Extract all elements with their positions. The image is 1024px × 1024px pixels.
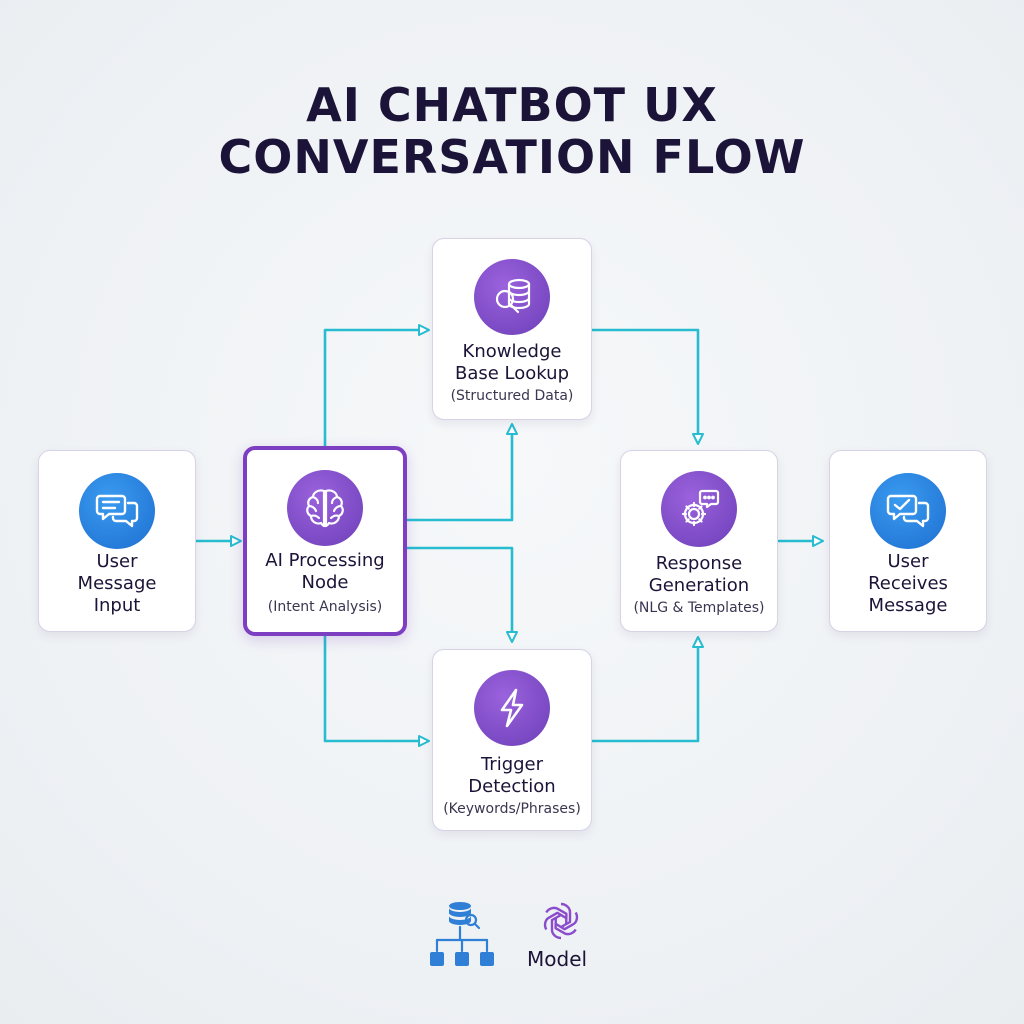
gear-chat-icon — [661, 471, 737, 547]
node-label-line: Base Lookup — [455, 363, 569, 384]
node-label-line: Input — [93, 595, 141, 616]
node-label-line: Detection — [468, 776, 556, 797]
node-label-line: Node — [301, 572, 349, 593]
node-trigger-detection[interactable]: Trigger Detection (Keywords/Phrases) — [432, 649, 592, 831]
node-knowledge-base-lookup[interactable]: Knowledge Base Lookup (Structured Data) — [432, 238, 592, 420]
node-label-line: Message — [77, 573, 157, 594]
node-sublabel: (Structured Data) — [450, 388, 574, 404]
connector-trigger-to-response — [590, 636, 704, 743]
node-label-line: Response — [655, 553, 743, 574]
node-sublabel: (Keywords/Phrases) — [443, 801, 581, 817]
chat-bubbles-icon — [79, 473, 155, 549]
node-user-receives-message[interactable]: User Receives Message — [829, 450, 987, 632]
node-label-line: Receives — [868, 573, 948, 594]
database-search-icon — [474, 259, 550, 335]
node-label-line: Knowledge — [462, 341, 562, 362]
node-label-line: Message — [868, 595, 948, 616]
connector-ai-to-knowledge-right — [405, 423, 518, 522]
page-title-line-1: AI CHATBOT UX — [306, 78, 718, 132]
node-response-generation[interactable]: Response Generation (NLG & Templates) — [620, 450, 778, 632]
connector-knowledge-to-response — [590, 328, 704, 445]
lightning-icon — [474, 670, 550, 746]
connector-ai-to-trigger-right — [405, 546, 518, 643]
chat-check-icon — [870, 473, 946, 549]
node-sublabel: (Intent Analysis) — [267, 599, 383, 615]
page-title-line-2: CONVERSATION FLOW — [218, 130, 806, 184]
connector-ai-to-trigger-bottom — [323, 634, 430, 747]
database-hierarchy-icon — [430, 902, 494, 966]
legend-model-label: Model — [527, 947, 588, 971]
brain-icon — [287, 470, 363, 546]
node-sublabel: (NLG & Templates) — [633, 600, 765, 616]
node-label-line: Trigger — [480, 754, 544, 775]
node-user-message-input[interactable]: User Message Input — [38, 450, 196, 632]
node-label-line: User — [887, 551, 929, 572]
node-label-line: User — [96, 551, 138, 572]
connector-ai-to-knowledge-top — [323, 324, 430, 448]
node-ai-processing[interactable]: AI Processing Node (Intent Analysis) — [243, 446, 407, 636]
model-knot-icon — [543, 902, 579, 940]
node-label-line: Generation — [648, 575, 750, 596]
node-label-line: AI Processing — [265, 550, 385, 571]
